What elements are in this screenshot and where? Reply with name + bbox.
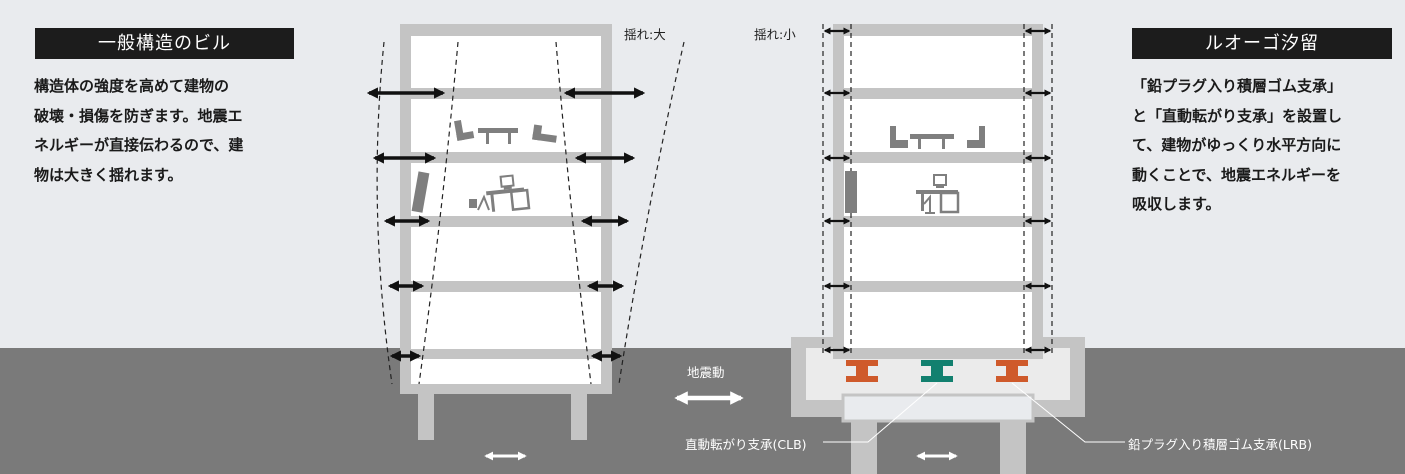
sway-small-label: 揺れ:小 <box>754 27 796 42</box>
displacement-arrows-small <box>823 27 1052 354</box>
left-description: 構造体の強度を高めて建物の 破壊・損傷を防ぎます。地震エ ネルギーが直接伝わるの… <box>34 77 244 184</box>
lrb-bearing-right <box>996 360 1028 382</box>
conventional-building <box>400 24 612 440</box>
ground-motion-arrows <box>484 391 958 461</box>
ground-motion-label: 地震動 <box>687 365 725 380</box>
sway-outline-large <box>376 41 685 385</box>
lrb-bearing-left <box>846 360 878 382</box>
right-description: 「鉛プラグ入り積層ゴム支承」 と「直動転がり支承」を設置し て、建物がゆっくり水… <box>1132 77 1343 213</box>
displacement-arrows-large <box>366 87 646 362</box>
sway-large-label: 揺れ:大 <box>624 27 666 42</box>
lrb-label: 鉛プラグ入り積層ゴム支承(LRB) <box>1128 437 1312 452</box>
toppled-furniture <box>411 120 557 213</box>
ground <box>0 348 1405 474</box>
right-title: ルオーゴ汐留 <box>1132 28 1392 59</box>
clb-label: 直動転がり支承(CLB) <box>685 437 807 452</box>
upright-furniture <box>845 126 985 214</box>
left-title: 一般構造のビル <box>35 28 294 59</box>
clb-bearing <box>921 360 953 382</box>
callout-lines <box>823 382 1125 443</box>
